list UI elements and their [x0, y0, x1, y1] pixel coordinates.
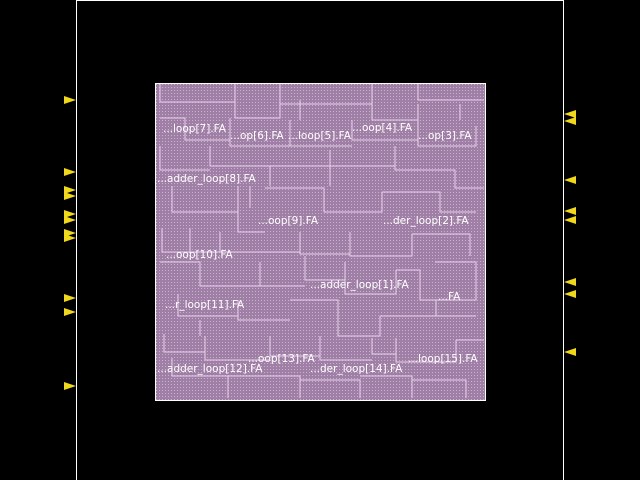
io-pin[interactable] — [564, 216, 576, 224]
io-pin[interactable] — [64, 192, 76, 200]
cell-outline — [351, 120, 418, 141]
io-pin[interactable] — [64, 186, 76, 194]
cell-outline — [171, 186, 239, 213]
cell-outline — [229, 118, 290, 147]
cell-outline — [319, 336, 372, 361]
cell-outline — [349, 232, 413, 257]
cell-outline — [279, 84, 373, 105]
cell-outline — [237, 300, 290, 321]
io-pin[interactable] — [564, 278, 576, 286]
io-pin[interactable] — [564, 290, 576, 298]
cell-outline — [161, 228, 221, 253]
cell-outline — [396, 269, 477, 301]
io-pin[interactable] — [64, 294, 76, 302]
cell-outline — [382, 191, 476, 213]
cell-outline — [177, 294, 238, 317]
io-pin[interactable] — [564, 207, 576, 215]
cell-outline — [435, 261, 477, 290]
cell-outline — [344, 262, 397, 295]
cell-outline — [209, 146, 271, 186]
cell-outline — [371, 338, 396, 355]
cell-outline — [412, 379, 467, 398]
io-pin[interactable] — [64, 210, 76, 218]
cell-outline — [265, 187, 325, 212]
cell-outline — [204, 336, 270, 361]
io-pin[interactable] — [564, 110, 576, 118]
cell-outline — [259, 262, 305, 287]
cell-outline — [417, 120, 477, 147]
cell-outline — [159, 84, 236, 103]
cell-outline — [329, 150, 395, 167]
cell-outline — [160, 261, 260, 287]
io-pin[interactable] — [64, 382, 76, 390]
cell-outline — [394, 146, 484, 189]
cell-outline — [412, 233, 471, 256]
standard-cell-rows — [159, 84, 484, 398]
cell-outline — [371, 104, 419, 121]
cell-outline — [160, 117, 230, 141]
cell-outline — [360, 375, 413, 398]
io-pin[interactable] — [64, 96, 76, 104]
io-pin[interactable] — [64, 168, 76, 176]
io-pins — [64, 96, 576, 390]
cell-outline — [304, 256, 345, 281]
cell-outline — [269, 336, 320, 357]
cell-outline — [289, 120, 352, 147]
io-pin[interactable] — [564, 117, 576, 125]
cell-outline — [159, 146, 210, 171]
cell-outline — [171, 358, 228, 377]
cell-outline — [337, 316, 381, 337]
io-pin[interactable] — [64, 216, 76, 224]
cell-outline — [290, 299, 339, 316]
cell-outline — [395, 338, 457, 363]
core-boundary — [155, 83, 486, 401]
cell-outline — [228, 375, 301, 398]
cell-outline — [237, 212, 265, 233]
cell-outline — [299, 232, 350, 255]
cell-outline — [435, 300, 476, 317]
cell-outline — [234, 102, 281, 119]
cell-outline — [324, 192, 383, 213]
die-boundary — [76, 0, 564, 480]
io-pin[interactable] — [64, 234, 76, 242]
cell-outline — [417, 84, 484, 101]
cell-outline — [300, 379, 361, 398]
io-pin[interactable] — [564, 348, 576, 356]
io-pin[interactable] — [564, 176, 576, 184]
cell-outline — [163, 334, 205, 353]
io-pin[interactable] — [64, 308, 76, 316]
